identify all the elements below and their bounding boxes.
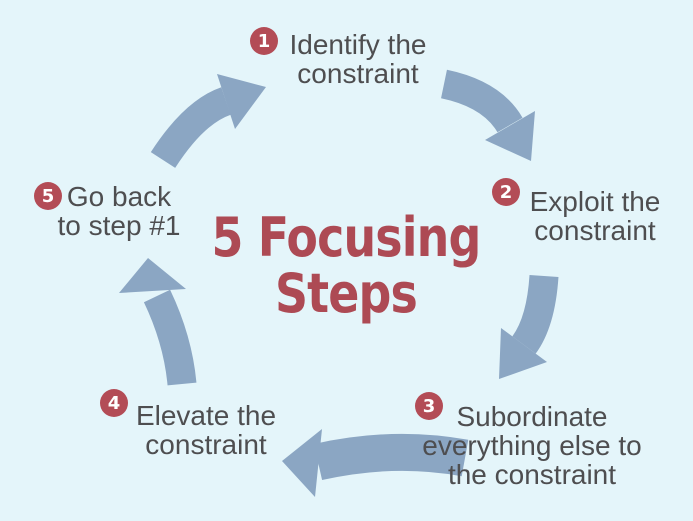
step-2-number: 2	[499, 181, 513, 203]
arrow-step2-to-step3-icon	[499, 274, 559, 379]
step-1-badge: 1	[250, 27, 278, 55]
step-3-label: Subordinate everything else to the const…	[405, 402, 659, 489]
step-5-number: 5	[41, 185, 55, 207]
arrow-step4-to-step5-icon	[119, 258, 197, 386]
diagram-title: 5 Focusing Steps	[199, 210, 493, 322]
step-2-label: Exploit the constraint	[493, 187, 693, 245]
step-3-number: 3	[422, 395, 436, 417]
step-4-label: Elevate the constraint	[104, 401, 308, 459]
step-5-badge: 5	[34, 182, 62, 210]
step-1-label: Identify the constraint	[256, 30, 460, 88]
arrow-step1-to-step2-icon	[440, 69, 535, 161]
diagram-title-line1: 5 Focusing	[211, 206, 482, 269]
step-5-label: Go back to step #1	[17, 182, 221, 240]
step-2-badge: 2	[492, 178, 520, 206]
step-4-badge: 4	[100, 389, 128, 417]
step-1-number: 1	[257, 30, 271, 52]
step-2-label-line1: Exploit the	[529, 186, 661, 217]
step-3-label-line1: Subordinate	[456, 401, 608, 432]
step-1-label-line1: Identify the	[289, 29, 427, 60]
step-3-label-line2: everything else to	[422, 430, 642, 461]
step-4-label-line1: Elevate the	[135, 400, 277, 431]
step-4-label-line2: constraint	[145, 429, 267, 460]
step-2-label-line2: constraint	[534, 215, 656, 246]
arrow-step3-to-step4-icon	[282, 429, 469, 497]
step-3-label-line3: the constraint	[447, 459, 617, 490]
step-1-label-line2: constraint	[297, 58, 419, 89]
step-3-badge: 3	[415, 392, 443, 420]
arrow-step5-to-step1-icon	[150, 74, 266, 169]
step-4-number: 4	[107, 392, 121, 414]
step-5-label-line2: to step #1	[57, 210, 181, 241]
diagram-title-line2: Steps	[274, 262, 418, 325]
step-5-label-line1: Go back	[66, 181, 172, 212]
